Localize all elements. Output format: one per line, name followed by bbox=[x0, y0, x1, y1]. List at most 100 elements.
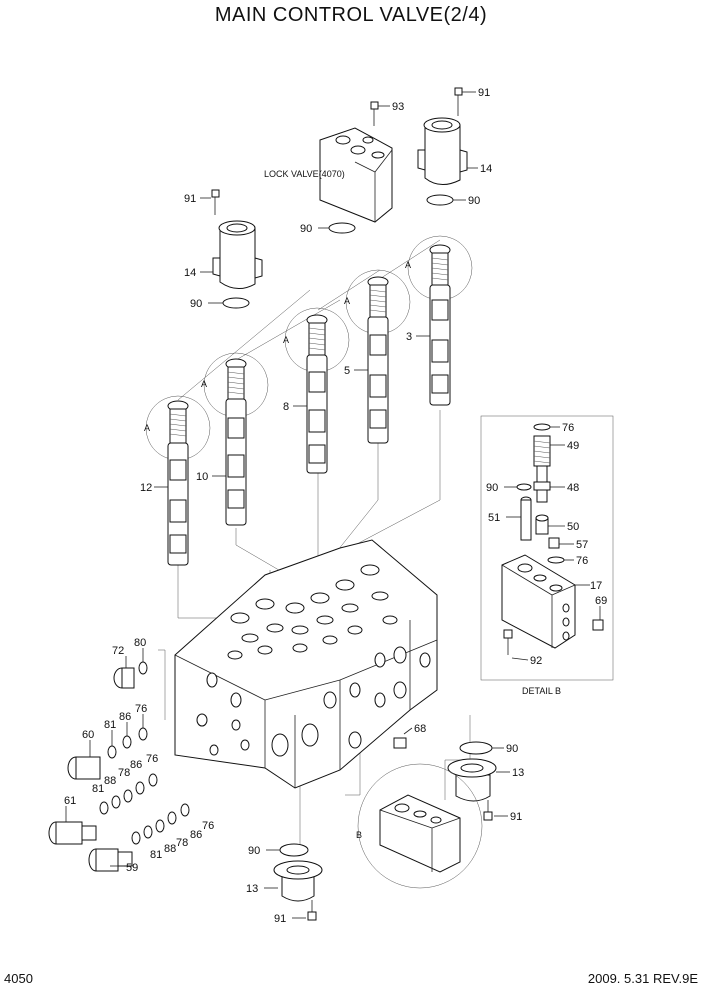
block-17 bbox=[501, 554, 576, 649]
callout-90-top: 90 bbox=[468, 195, 480, 207]
callout-91-top: 91 bbox=[478, 87, 490, 99]
callout-90-lock: 90 bbox=[300, 223, 312, 235]
callout-a-spool3: A bbox=[405, 260, 411, 270]
spring-49 bbox=[533, 435, 551, 467]
callout-60: 60 bbox=[82, 729, 94, 741]
callout-76-a: 76 bbox=[135, 703, 147, 715]
plug-69 bbox=[592, 619, 604, 631]
oring-90-detail bbox=[516, 483, 532, 491]
callout-88-c: 88 bbox=[164, 843, 176, 855]
oring-88-b bbox=[111, 795, 121, 809]
spool-5 bbox=[345, 269, 411, 444]
oring-90-lock bbox=[328, 222, 356, 234]
cover-13-bottom bbox=[273, 860, 323, 902]
cover-13-right bbox=[447, 758, 497, 802]
callout-81-a: 81 bbox=[104, 719, 116, 731]
callout-3: 3 bbox=[406, 331, 412, 343]
oring-76-c bbox=[180, 803, 190, 817]
callout-13-right: 13 bbox=[512, 767, 524, 779]
callout-13-bottom: 13 bbox=[246, 883, 258, 895]
callout-a-spool12: A bbox=[144, 423, 150, 433]
callout-88-b: 88 bbox=[104, 775, 116, 787]
plunger-48 bbox=[533, 465, 551, 503]
callout-91-bottom: 91 bbox=[274, 913, 286, 925]
oring-78-b bbox=[123, 789, 133, 803]
oring-76-b bbox=[148, 773, 158, 787]
oring-90-top bbox=[426, 194, 454, 206]
callout-90-right: 90 bbox=[506, 743, 518, 755]
callout-72: 72 bbox=[112, 645, 124, 657]
oring-90-bottom bbox=[279, 843, 309, 857]
oring-86-a bbox=[122, 735, 132, 749]
callout-b: B bbox=[356, 830, 362, 840]
page-number: 4050 bbox=[4, 971, 33, 986]
revision-date: 2009. 5.31 REV.9E bbox=[587, 971, 698, 986]
callout-86-b: 86 bbox=[130, 759, 142, 771]
plug-68 bbox=[393, 737, 407, 749]
callout-76-detail: 76 bbox=[562, 422, 574, 434]
callout-81-c: 81 bbox=[150, 849, 162, 861]
callout-90-bottom: 90 bbox=[248, 845, 260, 857]
callout-8: 8 bbox=[283, 401, 289, 413]
callout-90-left: 90 bbox=[190, 298, 202, 310]
bolt-91-bottom bbox=[307, 900, 317, 921]
spool-8 bbox=[284, 307, 350, 474]
page-title: MAIN CONTROL VALVE(2/4) bbox=[214, 4, 488, 26]
oring-90-right bbox=[459, 741, 493, 755]
callout-76-detail-2: 76 bbox=[576, 555, 588, 567]
callout-68: 68 bbox=[414, 723, 426, 735]
callout-69: 69 bbox=[595, 595, 607, 607]
spool-10 bbox=[203, 352, 269, 526]
callout-10: 10 bbox=[196, 471, 208, 483]
oring-76-a bbox=[138, 727, 148, 741]
callout-78-b: 78 bbox=[118, 767, 130, 779]
spool-3 bbox=[407, 235, 473, 406]
callout-78-c: 78 bbox=[176, 837, 188, 849]
detail-b-circle bbox=[357, 763, 483, 889]
oring-81-c bbox=[131, 831, 141, 845]
bolt-91-right bbox=[483, 800, 493, 821]
plug-60 bbox=[67, 756, 101, 780]
callout-86-a: 86 bbox=[119, 711, 131, 723]
callout-49: 49 bbox=[567, 440, 579, 452]
callout-76-b: 76 bbox=[146, 753, 158, 765]
plug-50 bbox=[535, 514, 549, 535]
oring-78-c bbox=[155, 819, 165, 833]
oring-86-b bbox=[135, 781, 145, 795]
lock-valve-label: LOCK VALVE(4070) bbox=[264, 169, 345, 179]
callout-57: 57 bbox=[576, 539, 588, 551]
callout-76-c: 76 bbox=[202, 820, 214, 832]
bolt-92 bbox=[503, 629, 513, 655]
callout-86-c: 86 bbox=[190, 829, 202, 841]
bolt-93 bbox=[370, 101, 390, 126]
callout-90-detail: 90 bbox=[486, 482, 498, 494]
spool-12 bbox=[145, 395, 211, 566]
callout-14-left: 14 bbox=[184, 267, 196, 279]
callout-14-top: 14 bbox=[480, 163, 492, 175]
oring-76-detail bbox=[533, 423, 551, 431]
plug-61 bbox=[48, 821, 97, 845]
oring-76-detail-2 bbox=[547, 556, 565, 564]
oring-88-c bbox=[143, 825, 153, 839]
callout-a-spool8: A bbox=[283, 335, 289, 345]
lock-valve-block bbox=[319, 127, 393, 223]
detail-b-label: DETAIL B bbox=[522, 686, 561, 696]
callout-48: 48 bbox=[567, 482, 579, 494]
callout-a-spool10: A bbox=[201, 379, 207, 389]
callout-80: 80 bbox=[134, 637, 146, 649]
callout-91-right: 91 bbox=[510, 811, 522, 823]
callout-51: 51 bbox=[488, 512, 500, 524]
plug-59 bbox=[88, 848, 133, 872]
callout-92: 92 bbox=[530, 655, 542, 667]
callout-50: 50 bbox=[567, 521, 579, 533]
callout-12: 12 bbox=[140, 482, 152, 494]
plug-72 bbox=[113, 667, 135, 689]
oring-86-c bbox=[167, 811, 177, 825]
piston-cover-top bbox=[417, 117, 468, 185]
piston-cover-left bbox=[212, 220, 263, 289]
bolt-91-left bbox=[200, 189, 220, 215]
plug-57 bbox=[548, 537, 560, 549]
block-b bbox=[379, 794, 461, 873]
callout-a-spool5: A bbox=[344, 296, 350, 306]
